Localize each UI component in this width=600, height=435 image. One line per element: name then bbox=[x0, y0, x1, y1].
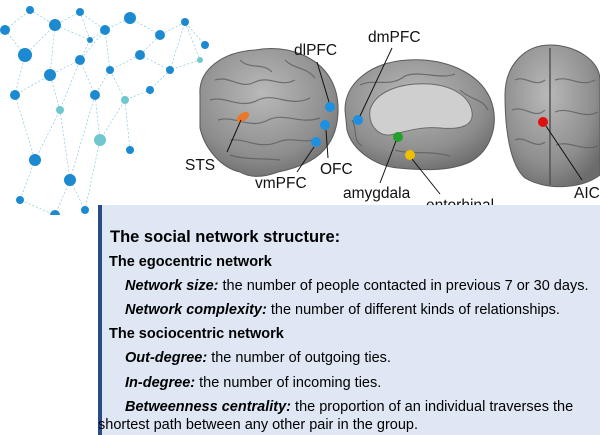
desc-in-degree: the number of incoming ties. bbox=[195, 375, 382, 391]
medial-brain-view bbox=[344, 59, 495, 171]
desc-network-size: the number of people contacted in previo… bbox=[218, 278, 589, 294]
term-network-size: Network size: bbox=[125, 278, 219, 294]
vmpfc-marker bbox=[311, 137, 321, 147]
item-network-size: Network size: the number of people conta… bbox=[125, 278, 588, 294]
dmpfc-marker bbox=[353, 115, 363, 125]
item-network-complexity: Network complexity: the number of differ… bbox=[125, 302, 560, 318]
aic-marker bbox=[538, 117, 548, 127]
label-vmpfc: vmPFC bbox=[255, 175, 307, 192]
egocentric-heading: The egocentric network bbox=[109, 254, 272, 270]
label-dlpfc: dlPFC bbox=[294, 42, 337, 59]
desc-out-degree: the number of outgoing ties. bbox=[207, 350, 391, 366]
dorsal-brain-view bbox=[504, 44, 600, 188]
desc-network-complexity: the number of different kinds of relatio… bbox=[266, 302, 560, 318]
term-in-degree: In-degree: bbox=[125, 375, 196, 391]
network-graph-decoration bbox=[4, 9, 206, 215]
brain-figure: STS dlPFC dmPFC OFC vmPFC amygdala entor… bbox=[0, 6, 600, 215]
label-amygdala: amygdala bbox=[343, 185, 411, 202]
item-out-degree: Out-degree: the number of outgoing ties. bbox=[125, 350, 391, 366]
label-dmpfc: dmPFC bbox=[368, 29, 421, 46]
term-network-complexity: Network complexity: bbox=[125, 302, 267, 318]
desc-betweenness-centrality: the proportion of an individual traverse… bbox=[291, 399, 574, 415]
item-in-degree: In-degree: the number of incoming ties. bbox=[125, 375, 381, 391]
ofc-marker bbox=[320, 120, 330, 130]
dlpfc-marker bbox=[325, 102, 335, 112]
term-out-degree: Out-degree: bbox=[125, 350, 208, 366]
sts-marker bbox=[236, 111, 250, 123]
amygdala-marker bbox=[393, 132, 403, 142]
term-betweenness-centrality: Betweenness centrality: bbox=[125, 399, 292, 415]
label-ofc: OFC bbox=[320, 161, 353, 178]
label-leader-lines bbox=[226, 47, 583, 195]
panel-title: The social network structure: bbox=[110, 228, 341, 246]
network-graph-nodes bbox=[0, 6, 209, 215]
sociocentric-heading: The sociocentric network bbox=[109, 326, 284, 342]
lateral-brain-view bbox=[199, 48, 339, 177]
label-aic: AIC bbox=[574, 185, 600, 202]
social-network-panel: The social network structure: The egocen… bbox=[98, 205, 600, 435]
label-sts: STS bbox=[185, 157, 215, 174]
betweenness-continuation: shortest path between any other pair in … bbox=[98, 417, 419, 433]
entorhinal-marker bbox=[405, 150, 415, 160]
item-betweenness-centrality: Betweenness centrality: the proportion o… bbox=[125, 399, 573, 415]
